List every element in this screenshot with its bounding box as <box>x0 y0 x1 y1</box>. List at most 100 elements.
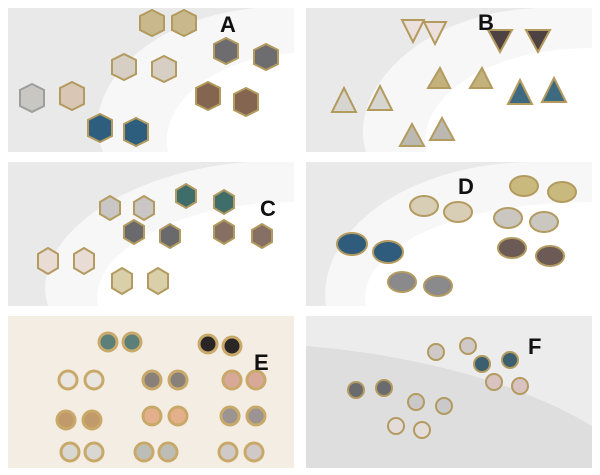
photo-panel-a: A <box>8 8 294 152</box>
panel-label-e: E <box>254 350 269 375</box>
round-earring <box>83 369 105 391</box>
round-earring <box>245 405 267 427</box>
photo-panel-d: D <box>306 162 592 306</box>
earrings-photo-a <box>19 8 294 152</box>
earrings-photo-f <box>306 316 592 439</box>
round-earring <box>83 441 105 463</box>
round-earring <box>141 405 163 427</box>
oval-earring <box>509 175 539 197</box>
round-earring <box>217 441 239 463</box>
hexagon-earring <box>213 218 235 246</box>
triangle-earring <box>486 29 514 55</box>
panel-label-b: B <box>478 10 494 35</box>
triangle-earring <box>400 19 426 45</box>
hexagon-earring <box>233 86 259 118</box>
oval-earring <box>535 245 565 267</box>
round-earring <box>347 381 365 399</box>
hexagon-earring <box>87 112 113 144</box>
round-earring <box>435 397 453 415</box>
round-earring <box>473 355 491 373</box>
hexagon-earring <box>175 182 197 210</box>
round-earring <box>245 369 267 391</box>
round-earring <box>133 441 155 463</box>
round-earring <box>197 333 219 355</box>
hexagon-earring <box>73 246 95 276</box>
panel-label-c: C <box>260 196 276 221</box>
photo-panel-c: C <box>8 162 294 306</box>
round-earring <box>59 441 81 463</box>
round-earring <box>387 417 405 435</box>
earrings-photo-d <box>325 162 592 306</box>
oval-earring <box>493 207 523 229</box>
panel-label-a: A <box>220 12 236 37</box>
oval-earring <box>547 181 577 203</box>
round-earring <box>157 441 179 463</box>
hexagon-earring <box>151 54 177 84</box>
triangle-earring <box>366 83 394 111</box>
triangle-earring <box>506 77 534 105</box>
hexagon-earring <box>213 36 239 66</box>
round-earring <box>511 377 529 395</box>
round-earring <box>57 369 79 391</box>
photo-panel-e: E <box>8 316 294 468</box>
hexagon-earring <box>139 8 165 38</box>
hexagon-earring <box>213 188 235 216</box>
round-earring <box>121 331 143 353</box>
round-earring <box>413 421 431 439</box>
triangle-earring <box>330 85 358 113</box>
round-earring <box>167 405 189 427</box>
oval-earring <box>387 271 417 293</box>
panel-label-d: D <box>458 174 474 199</box>
triangle-earring <box>428 115 456 141</box>
hexagon-earring <box>133 194 155 222</box>
round-earring <box>407 393 425 411</box>
round-earring <box>221 335 243 357</box>
round-earring <box>219 405 241 427</box>
photo-panel-f: F <box>306 316 592 468</box>
hexagon-earring <box>123 218 145 246</box>
hexagon-earring <box>37 246 59 276</box>
oval-earring <box>529 211 559 233</box>
panel-label-f: F <box>528 334 542 359</box>
hexagon-earring <box>195 80 221 112</box>
hexagon-earring <box>19 82 45 114</box>
hexagon-earring <box>111 266 133 296</box>
hexagon-earring <box>123 116 149 148</box>
round-earring <box>81 409 103 431</box>
hexagon-earring <box>159 222 181 250</box>
earrings-photo-e <box>55 331 267 463</box>
triangle-earring <box>524 29 552 55</box>
triangle-earring <box>540 75 568 103</box>
hexagon-earring <box>253 42 279 72</box>
hexagon-earring <box>99 194 121 222</box>
round-earring <box>243 441 265 463</box>
earrings-photo-c <box>37 162 294 306</box>
oval-earring <box>372 240 404 264</box>
round-earring <box>375 379 393 397</box>
round-earring <box>167 369 189 391</box>
photo-panel-b: B <box>306 8 592 152</box>
round-earring <box>97 331 119 353</box>
triangle-earring <box>398 121 426 147</box>
round-earring <box>459 337 477 355</box>
triangle-earring <box>468 65 494 89</box>
round-earring <box>221 369 243 391</box>
round-earring <box>55 409 77 431</box>
hexagon-earring <box>251 222 273 250</box>
triangle-earring <box>422 21 448 47</box>
oval-earring <box>443 201 473 223</box>
round-earring <box>501 351 519 369</box>
round-earring <box>427 343 445 361</box>
round-earring <box>485 373 503 391</box>
earrings-photo-b <box>330 8 592 152</box>
triangle-earring <box>426 65 452 89</box>
oval-earring <box>409 195 439 217</box>
round-earring <box>141 369 163 391</box>
hexagon-earring <box>111 52 137 82</box>
hexagon-earring <box>59 80 85 112</box>
hexagon-earring <box>171 8 197 38</box>
oval-earring <box>497 237 527 259</box>
oval-earring <box>423 275 453 297</box>
hexagon-earring <box>147 266 169 296</box>
oval-earring <box>336 232 368 256</box>
